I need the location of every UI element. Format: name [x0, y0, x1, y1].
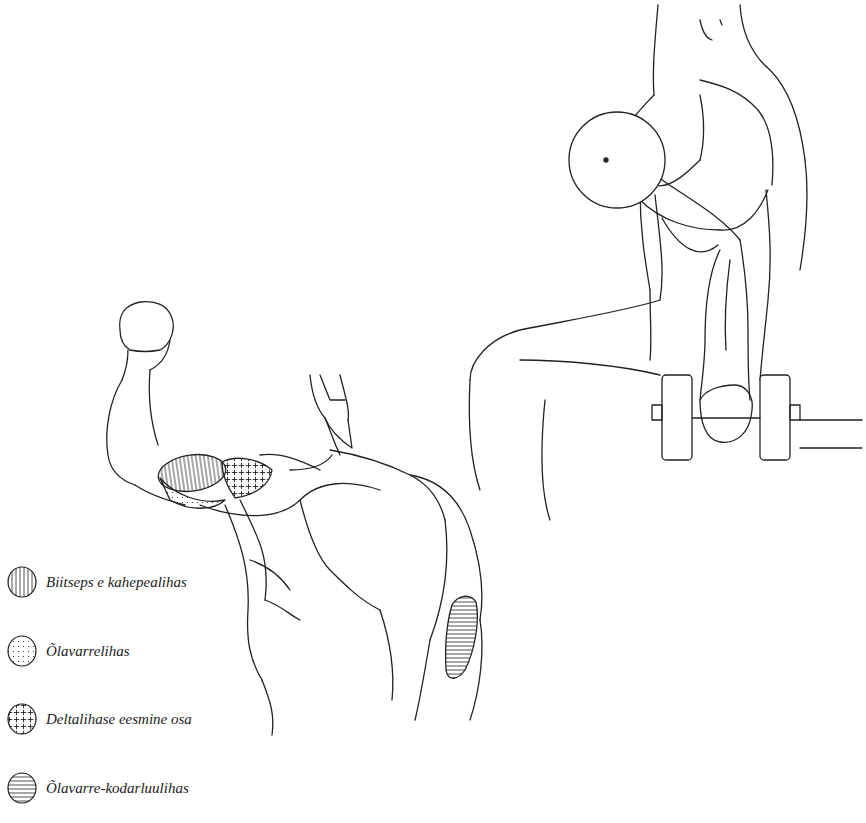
seated-figure — [469, 5, 862, 520]
legend-swatch — [6, 565, 38, 599]
legend-entry: Deltalihase eesmine osa — [6, 702, 192, 736]
legend-entry: Õlavarre-kodarluulihas — [6, 771, 189, 805]
legend-swatch — [6, 771, 38, 805]
legend-label: Biitseps e kahepealihas — [46, 574, 187, 591]
legend-label: Deltalihase eesmine osa — [46, 711, 192, 728]
legend-label: Õlavarrelihas — [46, 643, 130, 660]
front-figure — [107, 302, 482, 735]
legend-entry: Õlavarrelihas — [6, 634, 130, 668]
legend-swatch — [6, 702, 38, 736]
legend-label: Õlavarre-kodarluulihas — [46, 780, 189, 797]
legend-entry: Biitseps e kahepealihas — [6, 565, 187, 599]
legend-swatch — [6, 634, 38, 668]
